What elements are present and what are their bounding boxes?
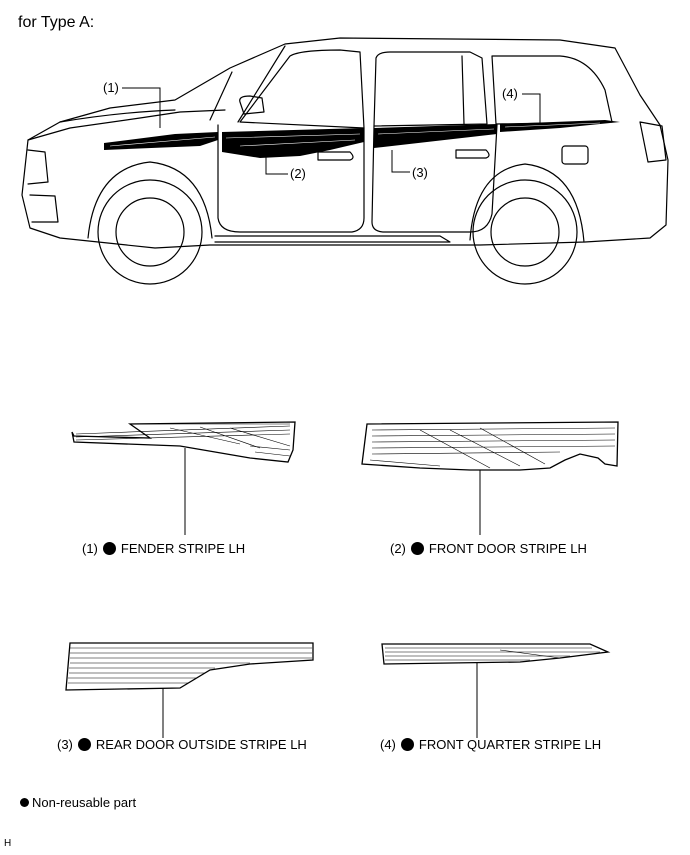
callout-label-2: (2)	[290, 166, 306, 181]
part-fender-stripe-lh	[71, 421, 296, 535]
part-number: (2)	[390, 541, 406, 556]
part-number: (3)	[57, 737, 73, 752]
part-front-door-stripe-lh	[361, 421, 619, 535]
callout-label-3: (3)	[412, 165, 428, 180]
part-number: (4)	[380, 737, 396, 752]
legend-note: Non-reusable part	[20, 795, 136, 810]
part-caption-4: (4) FRONT QUARTER STRIPE LH	[380, 737, 601, 752]
non-reusable-dot-icon	[400, 738, 414, 751]
part-name: FRONT DOOR STRIPE LH	[428, 541, 587, 556]
part-number: (1)	[82, 541, 98, 556]
part-caption-1: (1) FENDER STRIPE LH	[82, 541, 245, 556]
legend-text: Non-reusable part	[32, 795, 137, 810]
non-reusable-dot-icon	[410, 542, 424, 555]
part-name: FENDER STRIPE LH	[120, 541, 246, 556]
part-caption-3: (3) REAR DOOR OUTSIDE STRIPE LH	[57, 737, 307, 752]
callout-label-4: (4)	[502, 86, 518, 101]
non-reusable-dot-icon	[102, 542, 116, 555]
part-name: REAR DOOR OUTSIDE STRIPE LH	[95, 737, 307, 752]
callout-leader-3	[391, 150, 410, 173]
figure-code: H	[4, 838, 12, 849]
callout-leader-2	[265, 150, 288, 175]
callout-label-1: (1)	[103, 80, 119, 95]
vehicle-stripe-fender	[104, 132, 218, 150]
vehicle-stripe-quarter	[500, 120, 620, 132]
part-name: FRONT QUARTER STRIPE LH	[418, 737, 602, 752]
non-reusable-dot-icon	[77, 738, 91, 751]
part-front-quarter-stripe-lh	[381, 643, 611, 738]
part-caption-2: (2) FRONT DOOR STRIPE LH	[390, 541, 587, 556]
vehicle-stripe-rear-door	[374, 124, 497, 148]
callout-leader-4	[522, 93, 541, 124]
callout-leader-1	[122, 87, 161, 128]
part-rear-door-outside-stripe-lh	[65, 642, 314, 738]
page-title: for Type A:	[18, 14, 95, 31]
non-reusable-dot-icon	[20, 798, 29, 807]
